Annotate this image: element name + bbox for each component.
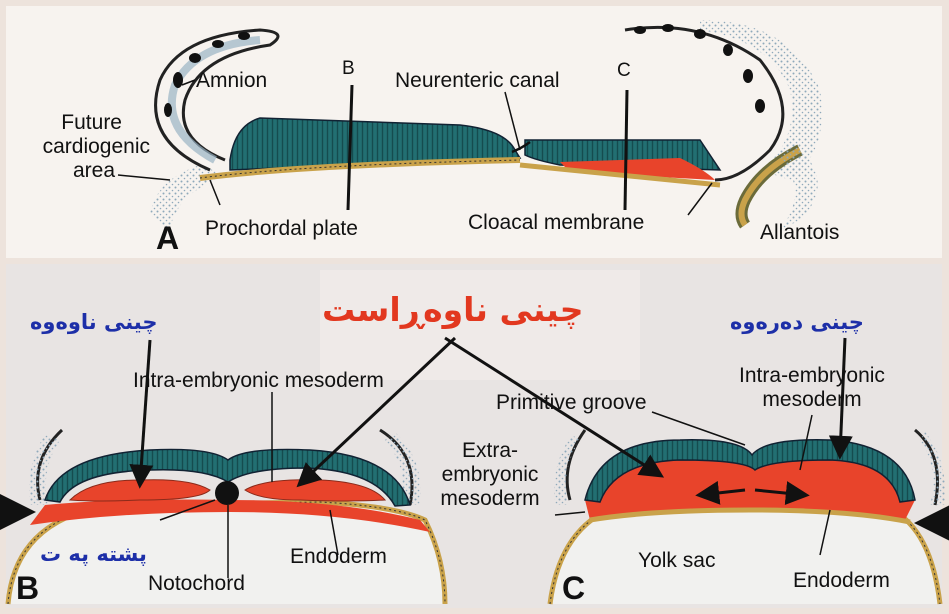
kurdish-middle-fold: چینی ناوەڕاست [322,290,584,329]
label-b-endoderm: Endoderm [290,546,387,568]
label-cloacal-membrane: Cloacal membrane [468,212,644,234]
label-c-endoderm: Endoderm [793,570,890,592]
label-allantois: Allantois [760,222,839,244]
label-extra-2: embryonic [420,464,560,486]
panel-c-letter: C [562,572,585,604]
panel-a-letter: A [156,222,179,254]
label-c-marker: C [617,60,631,82]
label-b-marker: B [342,58,355,80]
panel-b-letter: B [16,572,39,604]
label-c-intra-2: mesoderm [712,389,912,411]
label-yolk-sac: Yolk sac [638,550,715,572]
label-amnion: Amnion [196,70,267,92]
label-neurenteric-canal: Neurenteric canal [395,70,560,92]
label-primitive-groove: Primitive groove [496,392,647,414]
kurdish-inner-fold: چینی ناوەوە [30,310,158,334]
label-c-intra-1: Intra-embryonic [712,365,912,387]
label-b-intra-mesoderm: Intra-embryonic mesoderm [133,370,384,392]
label-extra-3: mesoderm [420,488,560,510]
label-area: area [40,160,115,182]
label-cardiogenic: cardiogenic [10,136,150,158]
kurdish-notochord: پشتە پە ت [40,542,147,566]
kurdish-outer-fold: چینی دەرەوە [730,310,864,334]
label-future: Future [30,112,122,134]
label-prochordal-plate: Prochordal plate [205,218,358,240]
label-extra-1: Extra- [420,440,560,462]
label-notochord: Notochord [148,573,245,595]
